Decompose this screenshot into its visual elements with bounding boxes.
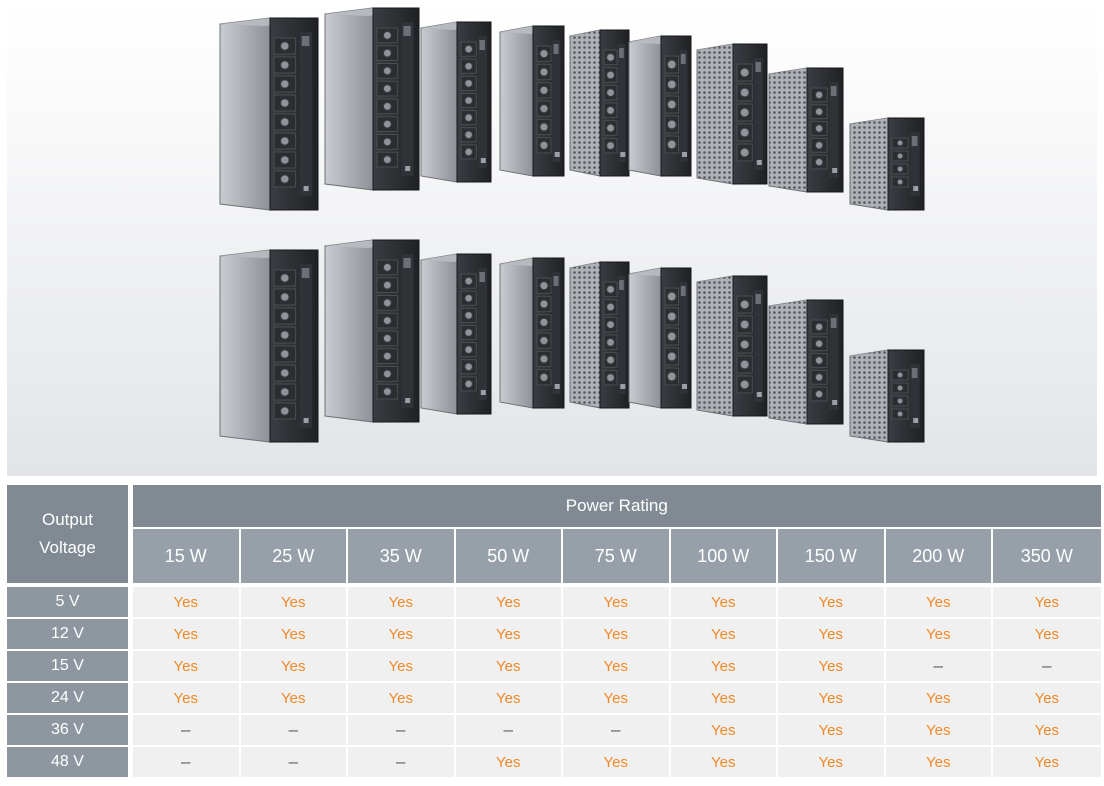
availability-yes: Yes [670,587,778,619]
availability-yes: Yes [348,651,456,683]
wattage-header: 35 W [348,529,456,583]
availability-yes: Yes [993,587,1101,619]
product-photo [7,0,1097,476]
voltage-label: 48 V [7,747,128,779]
availability-yes: Yes [778,651,886,683]
availability-yes: Yes [455,683,563,715]
availability-none: – [240,715,348,747]
wattage-header: 200 W [885,529,993,583]
wattage-header: 15 W [133,529,241,583]
availability-yes: Yes [993,747,1101,779]
availability-none: – [348,747,456,779]
wattage-header: 50 W [455,529,563,583]
availability-yes: Yes [885,747,993,779]
voltage-label: 24 V [7,683,128,715]
availability-yes: Yes [670,747,778,779]
availability-yes: Yes [993,683,1101,715]
availability-yes: Yes [885,587,993,619]
availability-yes: Yes [670,651,778,683]
availability-yes: Yes [455,619,563,651]
availability-none: – [455,715,563,747]
availability-yes: Yes [348,619,456,651]
availability-yes: Yes [885,715,993,747]
availability-yes: Yes [348,587,456,619]
availability-yes: Yes [455,651,563,683]
row-gap [128,619,133,651]
availability-yes: Yes [563,747,671,779]
wattage-header: 100 W [670,529,778,583]
row-gap [128,747,133,779]
voltage-label: 12 V [7,619,128,651]
availability-none: – [993,651,1101,683]
availability-yes: Yes [563,587,671,619]
output-voltage-header-line2: Voltage [39,538,96,557]
availability-yes: Yes [885,619,993,651]
output-voltage-header: Output Voltage [7,485,128,583]
availability-yes: Yes [133,587,241,619]
voltage-label: 36 V [7,715,128,747]
power-rating-header: Power Rating [133,485,1101,529]
availability-none: – [563,715,671,747]
power-supplies-illustration [219,7,925,443]
availability-yes: Yes [240,683,348,715]
header-separator [7,583,1101,587]
availability-yes: Yes [563,683,671,715]
availability-yes: Yes [133,651,241,683]
availability-yes: Yes [778,683,886,715]
row-gap [128,715,133,747]
voltage-label: 15 V [7,651,128,683]
availability-none: – [133,747,241,779]
availability-yes: Yes [993,715,1101,747]
header-row-group: Output Voltage Power Rating [7,485,1101,583]
output-voltage-header-line1: Output [41,510,94,529]
row-gap [128,651,133,683]
availability-yes: Yes [563,619,671,651]
header-gap [128,485,133,583]
row-gap [128,587,133,619]
availability-yes: Yes [778,715,886,747]
availability-yes: Yes [133,619,241,651]
wattage-header: 150 W [778,529,886,583]
availability-yes: Yes [455,747,563,779]
availability-yes: Yes [240,619,348,651]
availability-yes: Yes [240,587,348,619]
availability-yes: Yes [563,651,671,683]
availability-yes: Yes [885,683,993,715]
availability-yes: Yes [670,715,778,747]
availability-yes: Yes [240,651,348,683]
availability-yes: Yes [670,619,778,651]
availability-none: – [885,651,993,683]
availability-yes: Yes [455,587,563,619]
voltage-label: 5 V [7,587,128,619]
availability-none: – [240,747,348,779]
availability-yes: Yes [778,619,886,651]
availability-yes: Yes [133,683,241,715]
availability-yes: Yes [778,747,886,779]
row-gap [128,683,133,715]
availability-none: – [133,715,241,747]
availability-yes: Yes [348,683,456,715]
wattage-header: 350 W [993,529,1101,583]
availability-yes: Yes [778,587,886,619]
availability-none: – [348,715,456,747]
wattage-header: 25 W [240,529,348,583]
wattage-header: 75 W [563,529,671,583]
availability-yes: Yes [670,683,778,715]
availability-yes: Yes [993,619,1101,651]
